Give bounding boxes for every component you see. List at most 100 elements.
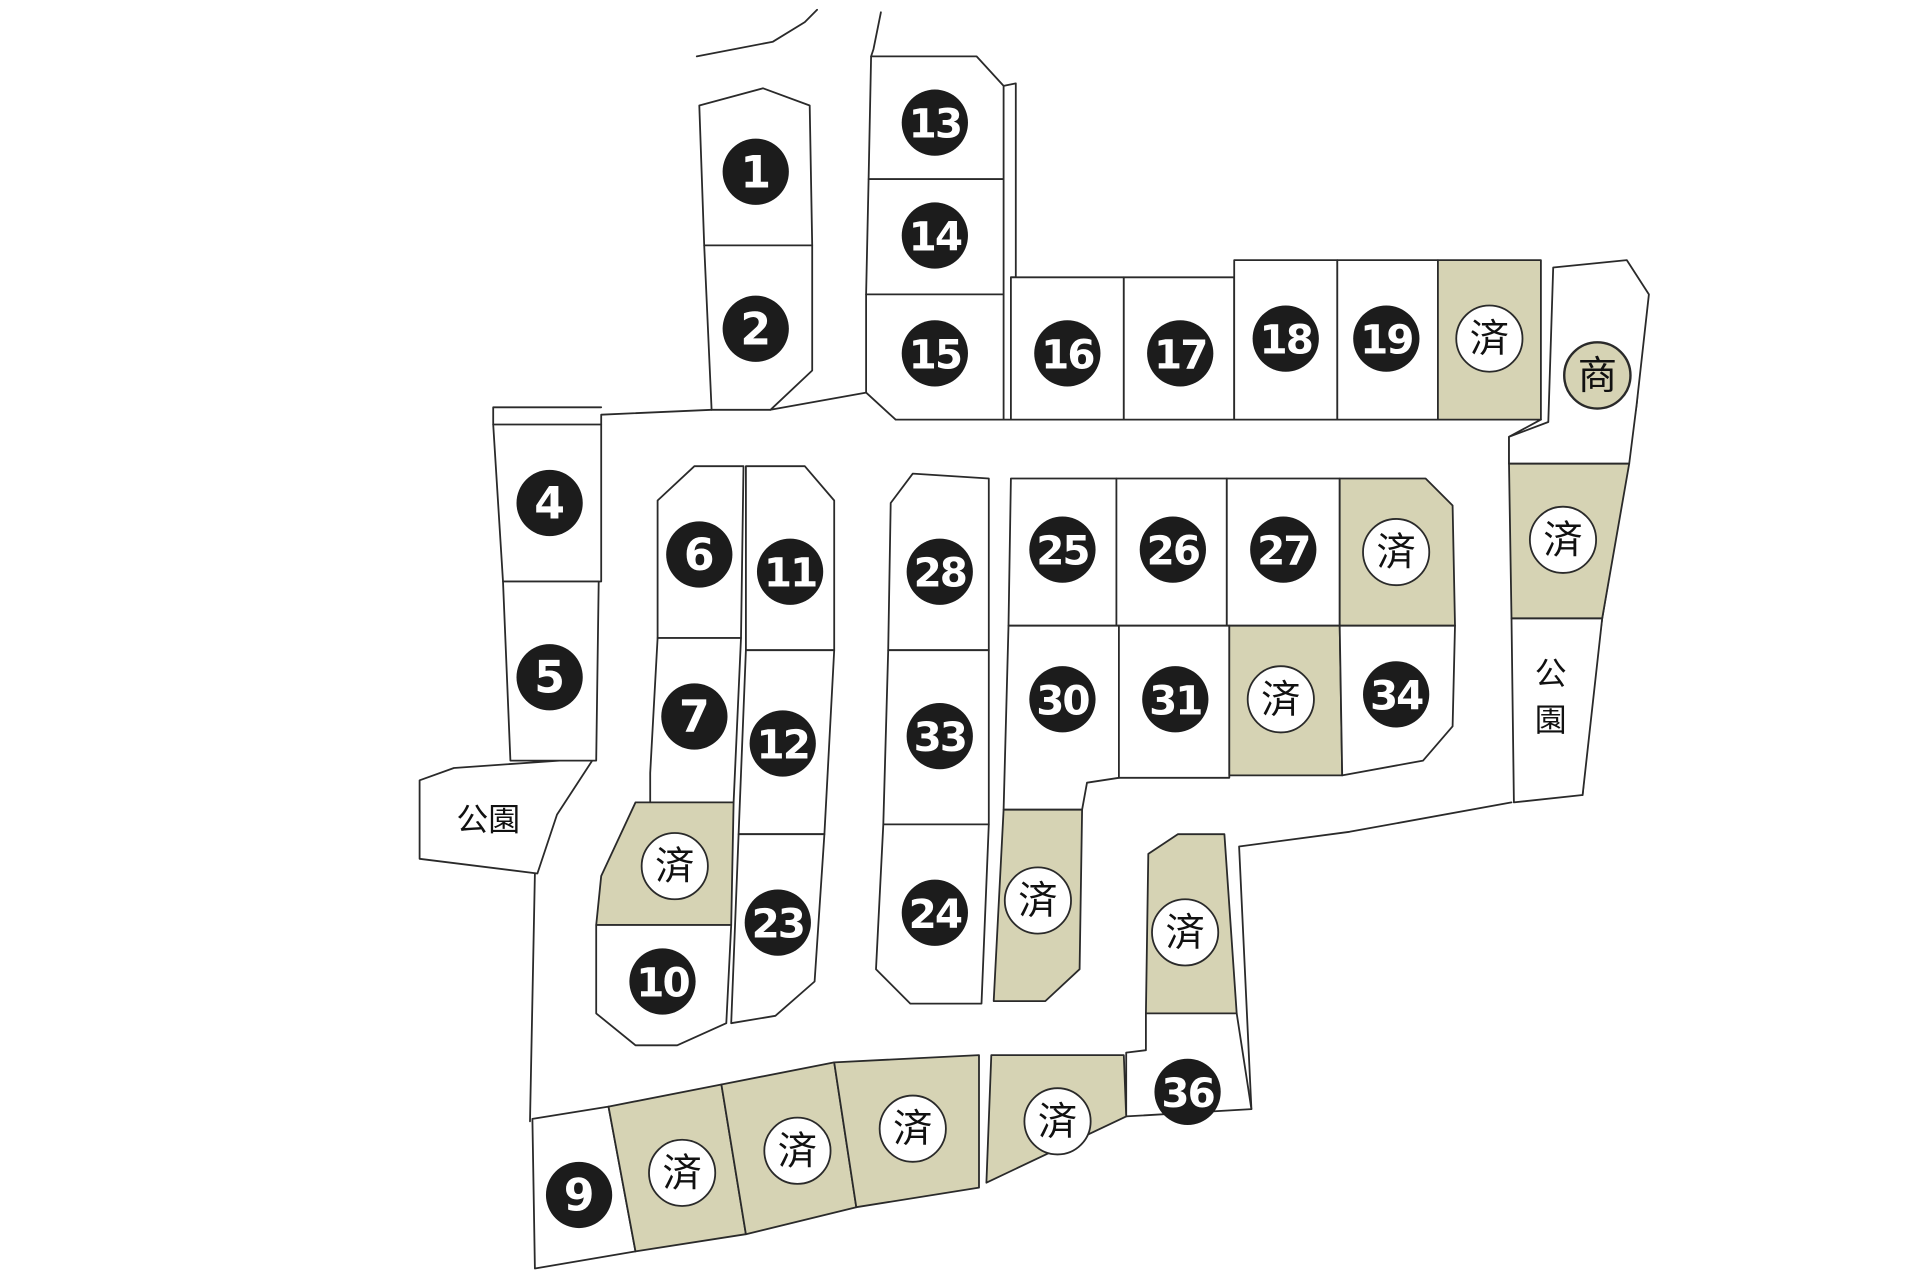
lot-sold-marker: 済 — [1246, 665, 1315, 734]
lot-6-marker: 6 — [666, 521, 733, 588]
sold-label: 済 — [1543, 518, 1582, 563]
lot-number: 27 — [1257, 527, 1309, 575]
sold-badge — [1151, 898, 1220, 967]
road-edge-line — [1238, 801, 1513, 1110]
sold-badge — [648, 1138, 717, 1207]
lot-number: 13 — [909, 100, 961, 148]
lot-36-marker: 36 — [1154, 1058, 1221, 1126]
lot-17-marker: 17 — [1147, 320, 1214, 387]
lot-number-badge — [901, 89, 968, 156]
lot-number-badge — [756, 538, 824, 605]
lot-number: 17 — [1154, 330, 1206, 378]
lot-number: 1 — [740, 147, 771, 198]
lot-14-marker: 14 — [901, 202, 968, 269]
lot-number-badge — [901, 202, 968, 269]
lot-number: 23 — [752, 900, 804, 948]
sold-label: 済 — [1376, 531, 1415, 576]
sold-label: 済 — [778, 1129, 817, 1174]
lot-number: 9 — [564, 1170, 595, 1221]
lot-number: 2 — [740, 304, 771, 355]
lot-7-marker: 7 — [661, 683, 728, 750]
lot-33-marker: 33 — [906, 702, 973, 770]
lot-sold-marker: 済 — [1151, 898, 1220, 967]
lot-sold-marker: 済 — [1023, 1087, 1092, 1156]
lot-number-badge — [906, 702, 973, 770]
lot-number-badge — [722, 138, 789, 205]
lot-10-marker: 10 — [629, 948, 696, 1015]
lot-number: 19 — [1360, 316, 1412, 364]
lot-number: 26 — [1147, 527, 1199, 575]
sold-badge — [1023, 1087, 1092, 1156]
lot-number: 30 — [1036, 676, 1089, 724]
lot-number-badge — [906, 538, 973, 605]
lot-number-badge — [1154, 1058, 1221, 1126]
lot-19-marker: 19 — [1353, 305, 1420, 372]
sold-badge — [878, 1094, 947, 1163]
park-label: 公園 — [456, 801, 520, 839]
sold-label: 済 — [1018, 879, 1057, 924]
lot-number: 34 — [1370, 671, 1423, 719]
lot-28-marker: 28 — [906, 538, 973, 605]
lot-number: 15 — [909, 330, 961, 378]
lot-number: 24 — [909, 890, 962, 938]
lot-number-badge — [744, 889, 811, 956]
road-edge-line — [600, 408, 713, 426]
lot-number: 33 — [914, 713, 966, 761]
lot-number-badge — [749, 710, 816, 777]
lot-number: 10 — [636, 958, 689, 1006]
lot-number: 16 — [1041, 330, 1093, 378]
lot-31-marker: 31 — [1142, 666, 1209, 733]
lot-sold-marker: 済 — [1528, 505, 1598, 574]
lot-24-marker: 24 — [901, 879, 968, 946]
lot-number-badge — [901, 879, 968, 946]
shop-label: 商 — [1578, 354, 1617, 399]
lot-number: 28 — [914, 549, 966, 597]
lot-number: 6 — [684, 530, 715, 581]
sold-badge — [1455, 304, 1524, 373]
lot-number: 18 — [1260, 316, 1312, 364]
lot-number: 4 — [534, 479, 565, 530]
lot-4-marker: 4 — [516, 469, 583, 537]
lot-number: 12 — [757, 720, 809, 768]
lot-number-badge — [545, 1161, 613, 1229]
sold-label: 済 — [662, 1151, 701, 1196]
lot-23-marker: 23 — [744, 889, 811, 956]
lot-34-marker: 34 — [1363, 661, 1430, 728]
lot-number-badge — [1139, 516, 1206, 583]
road-edge-line — [769, 391, 867, 411]
lot-11-marker: 11 — [756, 538, 824, 605]
lot-30-marker: 30 — [1029, 666, 1096, 733]
sold-label: 済 — [1470, 317, 1509, 362]
lot-number-badge — [1363, 661, 1430, 728]
lot-number: 5 — [534, 653, 565, 704]
sold-label: 済 — [655, 845, 694, 890]
shop-badge — [1563, 341, 1632, 410]
lot-5-marker: 5 — [516, 644, 583, 711]
sold-badge — [1362, 518, 1431, 587]
sold-badge — [1003, 866, 1072, 935]
lot-number: 11 — [764, 549, 816, 597]
lot-number: 31 — [1149, 676, 1201, 724]
sold-label: 済 — [893, 1107, 932, 1152]
lot-shop-marker: 商 — [1563, 341, 1632, 410]
sold-label: 済 — [1165, 911, 1204, 956]
lot-number-badge — [516, 644, 583, 711]
lot-18-marker: 18 — [1252, 305, 1319, 372]
lot-sold-marker: 済 — [878, 1094, 947, 1163]
lot-number-badge — [1029, 666, 1096, 733]
lot-number-badge — [1142, 666, 1209, 733]
lot-1-marker: 1 — [722, 138, 789, 205]
road-edge-line — [695, 8, 818, 58]
lot-26-marker: 26 — [1139, 516, 1206, 583]
lot-number-badge — [666, 521, 733, 588]
road-edge-line — [1002, 82, 1017, 279]
road-edge-line — [529, 872, 536, 1123]
lot-number: 7 — [679, 692, 710, 743]
lot-number-badge — [901, 320, 968, 387]
lot-13-marker: 13 — [901, 89, 968, 156]
sold-label: 済 — [1261, 678, 1300, 723]
sold-badge — [763, 1116, 832, 1185]
